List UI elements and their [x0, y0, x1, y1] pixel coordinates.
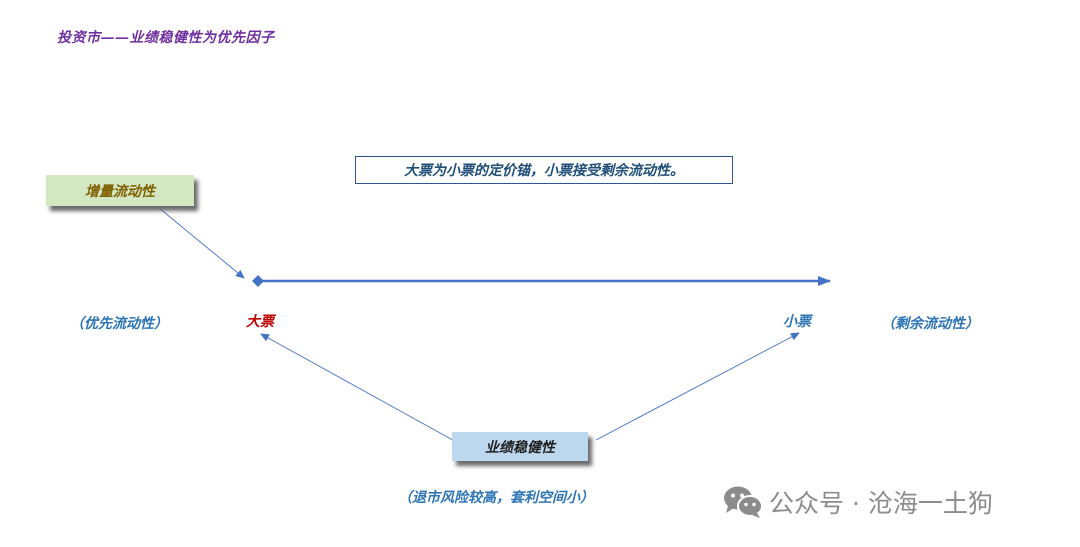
start-diamond [252, 275, 264, 287]
perf-to-small-arrow [595, 332, 800, 441]
big-ticket-label: 大票 [246, 314, 274, 330]
page-title: 投资市——业绩稳健性为优先因子 [57, 30, 275, 46]
performance-stability-box: 业绩稳健性 [452, 432, 588, 461]
perf-to-big-arrow [260, 333, 461, 445]
liquidity-arrow [152, 202, 245, 279]
small-ticket-label: 小票 [783, 314, 811, 330]
callout-box: 大票为小票的定价锚，小票接受剩余流动性。 [355, 156, 733, 184]
wechat-icon [724, 486, 763, 518]
incremental-liquidity-box: 增量流动性 [46, 175, 194, 206]
priority-liquidity-label: （优先流动性） [70, 316, 168, 332]
residual-liquidity-label: （剩余流动性） [881, 316, 979, 332]
exit-risk-note: （退市风险较高，套利空间小） [398, 490, 594, 506]
watermark-text: 公众号 · 沧海一土狗 [769, 489, 993, 518]
watermark: 公众号 · 沧海一土狗 [723, 484, 993, 520]
